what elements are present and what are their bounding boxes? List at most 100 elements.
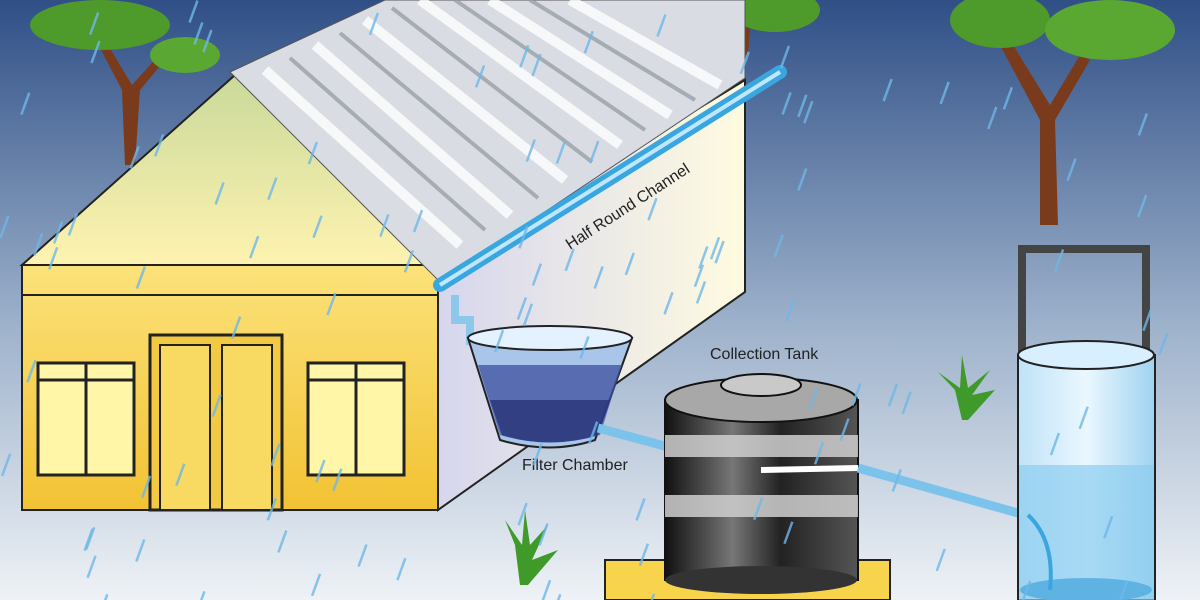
raindrop: [1078, 406, 1089, 430]
raindrop: [1137, 194, 1148, 218]
raindrop: [709, 236, 721, 260]
tree-right: [950, 0, 1175, 225]
raindrop: [1142, 308, 1153, 332]
raindrop: [531, 263, 543, 287]
raindrop: [474, 65, 486, 88]
raindrop: [1053, 248, 1065, 272]
window-right: [306, 361, 406, 477]
raindrop: [412, 209, 424, 233]
raindrop: [663, 291, 674, 315]
raindrop: [541, 579, 552, 600]
pipe-filter-to-tank: [596, 423, 674, 453]
label-filter-chamber: Filter Chamber: [522, 457, 628, 474]
raindrop: [1066, 158, 1077, 182]
raindrop: [357, 544, 368, 568]
raindrop: [753, 497, 764, 521]
raindrop: [518, 225, 529, 249]
raindrop: [773, 234, 784, 258]
raindrop: [368, 12, 380, 36]
storage-well: [1017, 245, 1156, 600]
raindrop: [277, 530, 288, 553]
raindrop: [0, 215, 10, 239]
raindrop: [851, 383, 862, 406]
raindrop: [587, 421, 599, 445]
raindrop: [193, 22, 204, 45]
raindrop: [531, 53, 542, 77]
raindrop: [555, 141, 567, 165]
plant-right: [938, 355, 995, 420]
raindrop: [638, 543, 650, 567]
label-collection-tank: Collection Tank: [710, 346, 819, 363]
rain: [0, 0, 1169, 600]
raindrop: [797, 94, 808, 118]
raindrop: [175, 463, 186, 487]
raindrop: [26, 359, 37, 383]
raindrop: [519, 44, 530, 68]
tree-left: [30, 0, 220, 165]
collection-tank: [604, 373, 891, 600]
raindrop: [326, 292, 337, 316]
raindrop: [739, 51, 750, 75]
raindrop: [86, 555, 97, 579]
raindrop: [695, 281, 707, 304]
raindrop: [783, 521, 794, 545]
raindrop: [901, 391, 912, 415]
raindrop: [813, 441, 825, 465]
raindrop: [647, 197, 658, 221]
raindrop: [1021, 580, 1032, 600]
raindrop: [154, 133, 165, 157]
raindrop: [882, 78, 893, 102]
raindrop: [532, 442, 543, 466]
house: [19, 0, 746, 512]
raindrop: [396, 557, 407, 581]
raindrop: [779, 45, 791, 69]
raindrop: [589, 140, 600, 164]
raindrop: [564, 248, 575, 272]
raindrop: [1103, 515, 1114, 539]
raindrop: [214, 181, 225, 205]
raindrop: [88, 12, 100, 36]
raindrop: [583, 30, 594, 54]
raindrop: [211, 394, 222, 417]
raindrop: [1049, 432, 1061, 456]
raindrop: [635, 498, 646, 521]
raindrop: [517, 502, 528, 526]
raindrop: [556, 593, 562, 600]
raindrop: [307, 141, 319, 165]
raindrop: [315, 459, 326, 483]
raindrop: [1002, 86, 1014, 110]
raindrop: [249, 235, 260, 259]
raindrop: [267, 177, 278, 201]
raindrop: [1137, 113, 1149, 136]
raindrop: [522, 303, 534, 327]
raindrop: [48, 246, 59, 270]
raindrop: [0, 453, 12, 477]
raindrop: [538, 522, 549, 546]
raindrop: [525, 139, 536, 162]
half-round-channel: [433, 65, 787, 345]
raindrop: [650, 593, 656, 600]
raindrop: [140, 475, 152, 499]
raindrop: [987, 106, 998, 130]
raindrop: [579, 336, 590, 359]
raindrop: [202, 29, 213, 53]
raindrop: [1119, 581, 1129, 600]
filter-chamber: [466, 325, 634, 449]
raindrop: [714, 240, 725, 264]
door: [148, 333, 284, 512]
raindrop: [230, 316, 242, 340]
raindrop: [83, 528, 94, 552]
raindrop: [698, 246, 709, 269]
raindrop: [135, 538, 146, 562]
raindrop: [516, 297, 528, 320]
raindrop: [939, 81, 950, 105]
raindrop: [129, 145, 140, 169]
raindrop: [797, 168, 808, 191]
raindrop: [781, 92, 792, 115]
raindrop: [624, 252, 635, 276]
raindrop: [403, 249, 415, 273]
raindrop: [493, 329, 505, 353]
corrugated-roof: [229, 0, 746, 283]
pipe-tank-to-well: [856, 463, 1027, 520]
